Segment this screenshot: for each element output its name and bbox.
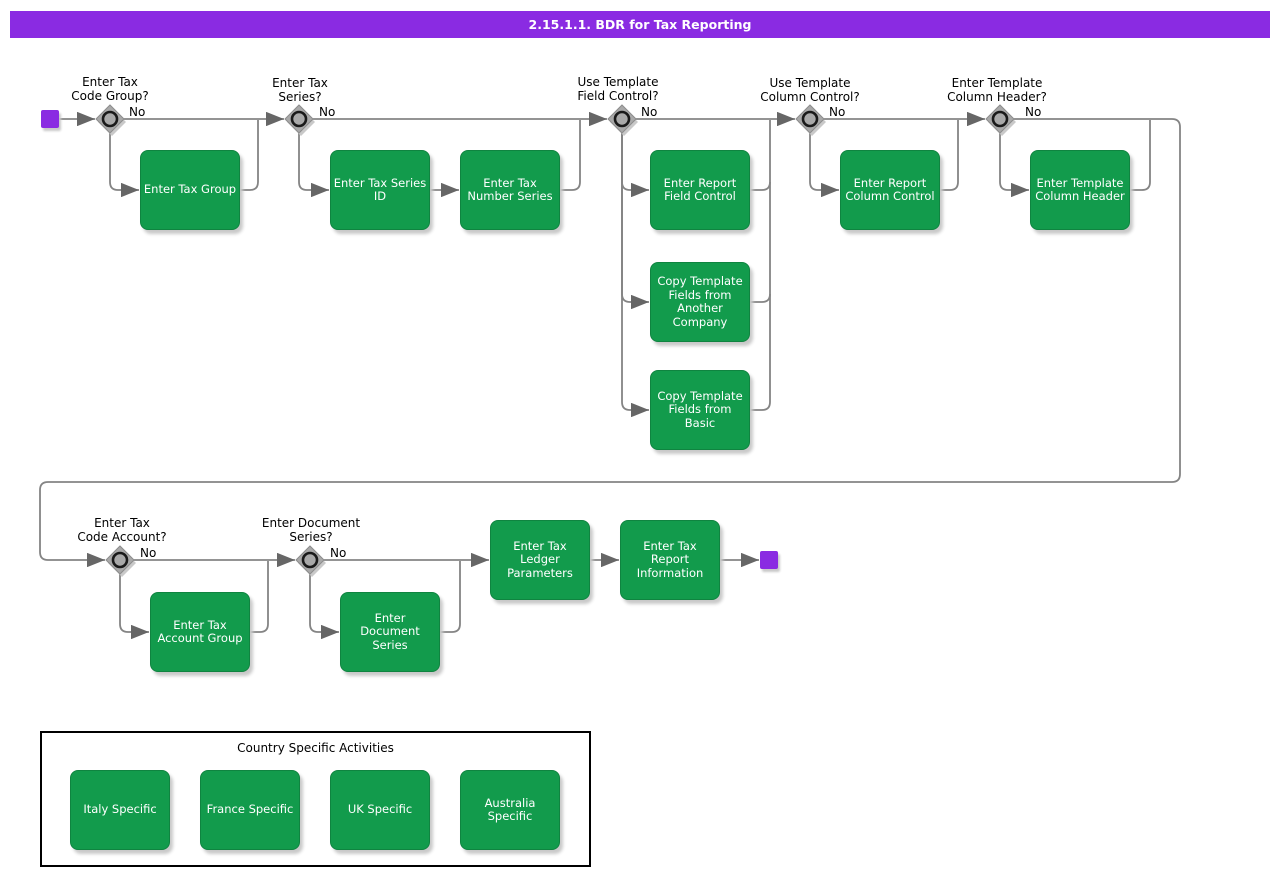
activity-uk-specific[interactable]: UK Specific (330, 770, 430, 850)
decision-use-template-column-control (794, 103, 830, 139)
decision-diamond-icon (284, 104, 315, 136)
no-branch-label: No (829, 105, 846, 119)
no-branch-label: No (330, 546, 347, 560)
activity-enter-tax-ledger-parameters[interactable]: Enter Tax Ledger Parameters (490, 520, 590, 600)
activity-enter-tax-series-id[interactable]: Enter Tax Series ID (330, 150, 430, 230)
activity-enter-report-field-control[interactable]: Enter Report Field Control (650, 150, 750, 230)
activity-enter-tax-group[interactable]: Enter Tax Group (140, 150, 240, 230)
decision-diamond-icon (607, 104, 638, 136)
decision-enter-template-column-header (984, 103, 1020, 139)
decision-enter-document-series (294, 544, 330, 580)
no-branch-label: No (1025, 105, 1042, 119)
decision-use-template-field-control (606, 103, 642, 139)
decision-diamond-icon (985, 104, 1016, 136)
decision-question-label: Use Template Field Control? (577, 75, 659, 103)
no-branch-label: No (140, 546, 157, 560)
decision-diamond-icon (105, 545, 136, 577)
decision-question-label: Enter Template Column Header? (947, 76, 1047, 104)
activity-italy-specific[interactable]: Italy Specific (70, 770, 170, 850)
activity-enter-tax-report-information[interactable]: Enter Tax Report Information (620, 520, 720, 600)
decision-question-label: Enter Tax Code Group? (71, 75, 149, 103)
decision-enter-tax-code-account (104, 544, 140, 580)
decision-enter-tax-code-group (94, 103, 130, 139)
activity-enter-report-column-control[interactable]: Enter Report Column Control (840, 150, 940, 230)
no-branch-label: No (641, 105, 658, 119)
activity-france-specific[interactable]: France Specific (200, 770, 300, 850)
decision-question-label: Enter Tax Code Account? (77, 516, 167, 544)
decision-diamond-icon (95, 104, 126, 136)
no-branch-label: No (319, 105, 336, 119)
activity-enter-template-column-header[interactable]: Enter Template Column Header (1030, 150, 1130, 230)
activity-copy-template-fields-from-another-company[interactable]: Copy Template Fields from Another Compan… (650, 262, 750, 342)
start-node (41, 110, 59, 128)
partition-title: Country Specific Activities (237, 741, 394, 755)
decision-question-label: Use Template Column Control? (760, 76, 860, 104)
activity-enter-tax-account-group[interactable]: Enter Tax Account Group (150, 592, 250, 672)
no-branch-label: No (129, 105, 146, 119)
decision-diamond-icon (295, 545, 326, 577)
activity-enter-document-series[interactable]: Enter Document Series (340, 592, 440, 672)
decision-enter-tax-series (283, 103, 319, 139)
decision-diamond-icon (795, 104, 826, 136)
decision-question-label: Enter Document Series? (261, 516, 361, 544)
activity-enter-tax-number-series[interactable]: Enter Tax Number Series (460, 150, 560, 230)
activity-copy-template-fields-from-basic[interactable]: Copy Template Fields from Basic (650, 370, 750, 450)
activity-australia-specific[interactable]: Australia Specific (460, 770, 560, 850)
end-node (760, 551, 778, 569)
decision-question-label: Enter Tax Series? (272, 76, 328, 104)
diagram-title: 2.15.1.1. BDR for Tax Reporting (10, 11, 1270, 38)
